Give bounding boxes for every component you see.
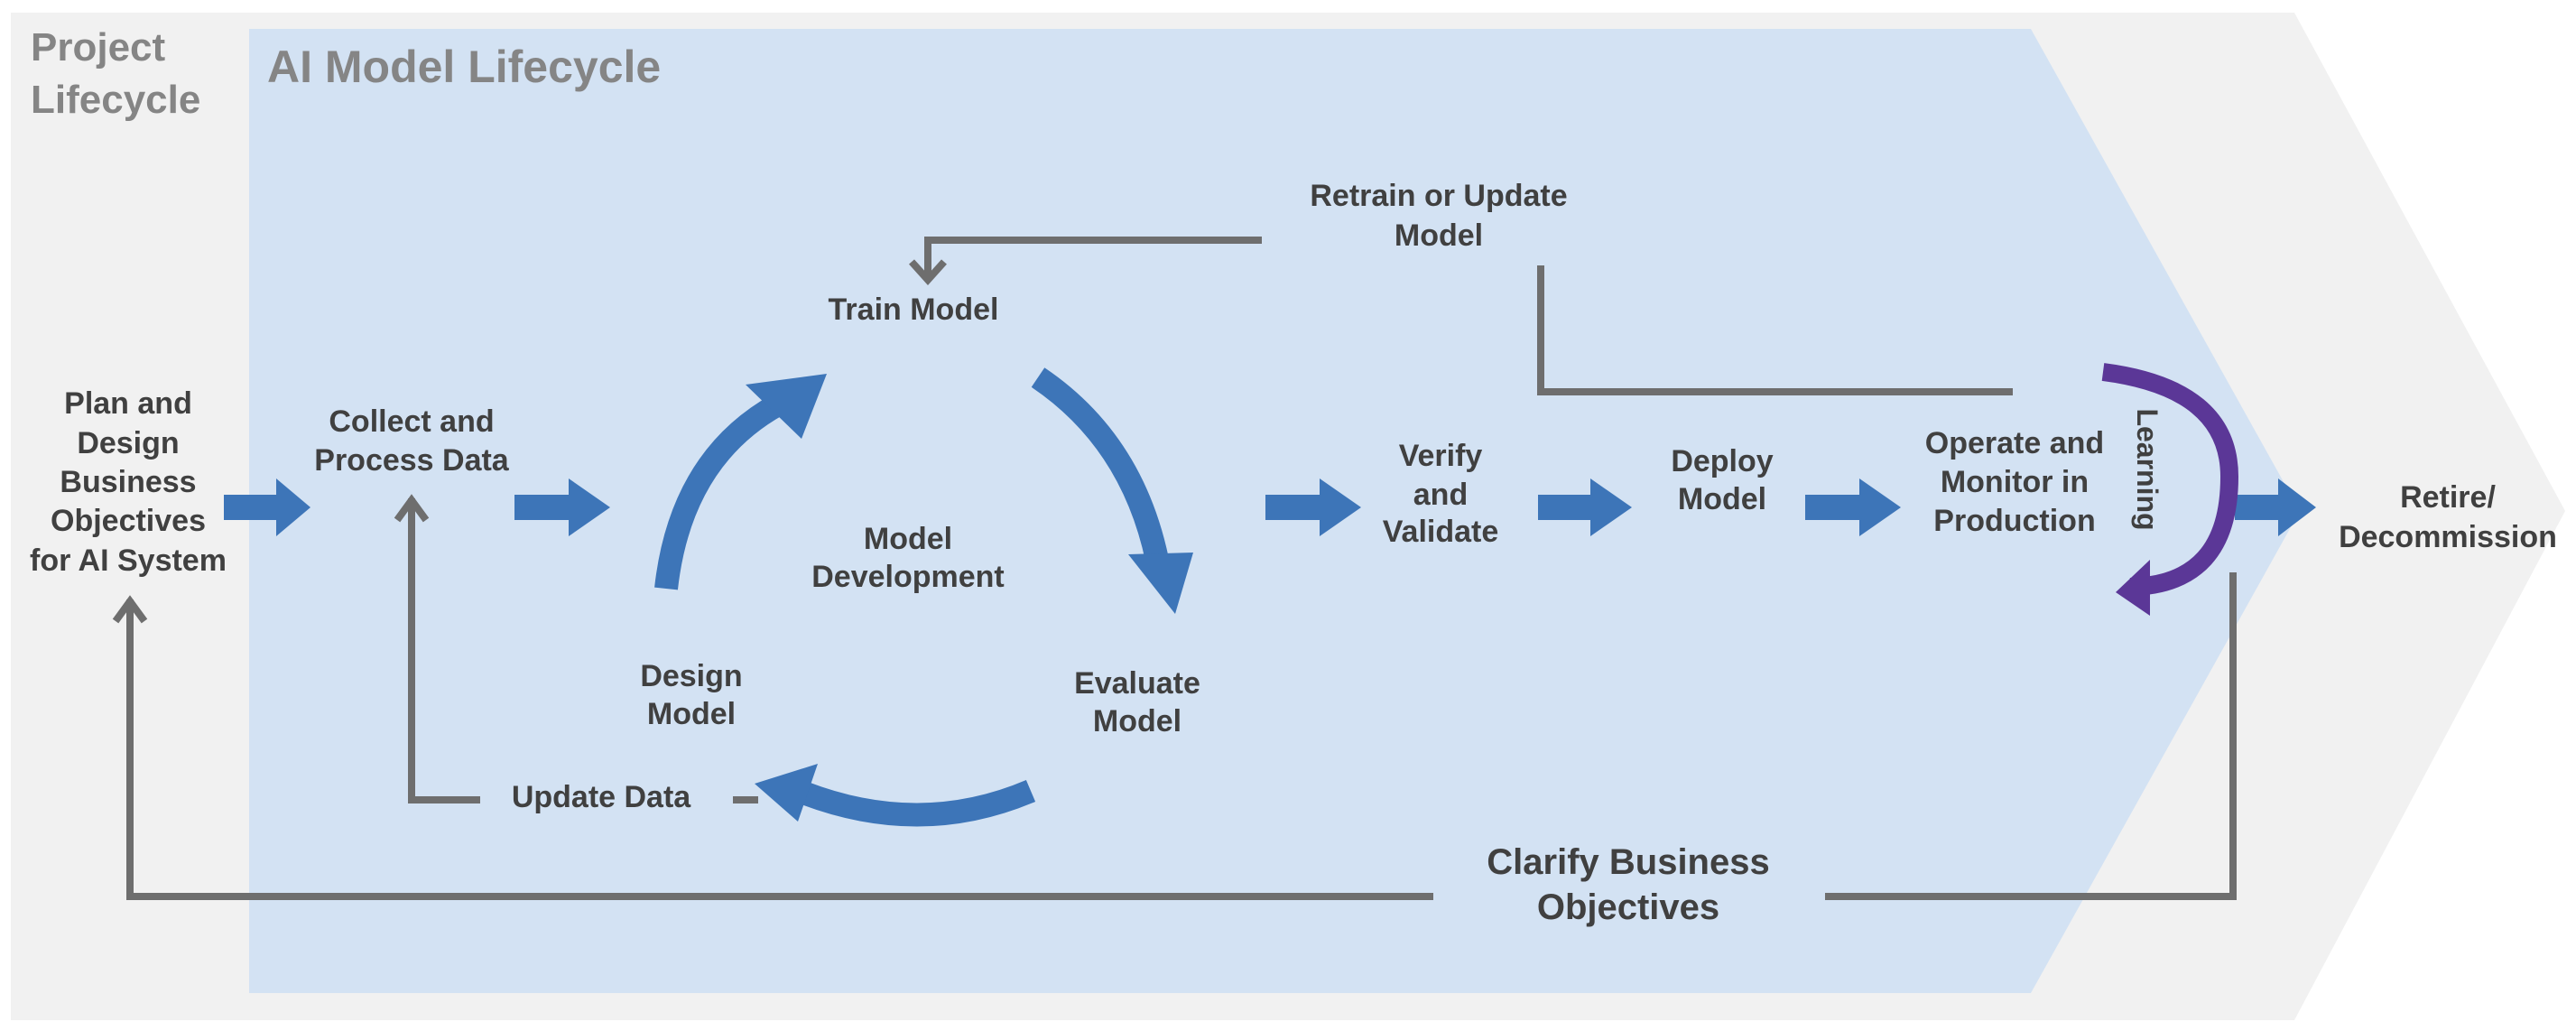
svg-text:Decommission: Decommission [2339, 520, 2557, 554]
clarify-arrowhead [112, 595, 148, 624]
svg-text:Deploy: Deploy [1671, 444, 1773, 478]
learning-label: Learning [2131, 408, 2164, 530]
cycle-arc-evaluate-to-design [799, 780, 1036, 827]
svg-text:Design: Design [640, 659, 742, 693]
arrow-deploy-to-operate [1805, 478, 1901, 536]
svg-text:Collect and: Collect and [329, 404, 494, 439]
stage-collect: Collect and Process Data [314, 404, 510, 478]
learning-arrowhead [2116, 560, 2150, 616]
cycle-arc-design-to-train [654, 394, 784, 590]
retrain-arrowhead [909, 259, 947, 285]
stage-deploy: Deploy Model [1671, 444, 1773, 516]
stage-operate: Operate and Monitor in Production [1925, 426, 2104, 538]
stage-plan: Plan and Design Business Objectives for … [30, 386, 227, 578]
svg-text:Objectives: Objectives [51, 504, 206, 538]
svg-text:Business: Business [60, 465, 196, 499]
stage-retrain: Retrain or Update Model [1310, 179, 1567, 253]
arrow-dev-to-verify [1265, 478, 1361, 536]
stage-clarify: Clarify Business Objectives [1487, 842, 1769, 927]
arrow-plan-to-collect [224, 478, 310, 536]
arrow-operate-to-retire [2235, 478, 2316, 536]
svg-text:Production: Production [1933, 504, 2095, 538]
stage-verify: Verify and Validate [1383, 439, 1499, 549]
update-data-line [408, 498, 480, 803]
retrain-line-from-operate [1537, 265, 2013, 395]
stage-train: Train Model [829, 293, 999, 327]
svg-text:Validate: Validate [1383, 515, 1499, 549]
svg-text:Evaluate: Evaluate [1074, 666, 1200, 701]
svg-text:Lifecycle: Lifecycle [31, 78, 200, 122]
svg-text:Model: Model [864, 522, 952, 556]
svg-text:and: and [1413, 478, 1468, 512]
arrow-collect-to-dev [514, 478, 610, 536]
stage-model-development: Model Development [811, 522, 1005, 594]
svg-text:Objectives: Objectives [1537, 887, 1719, 927]
svg-text:Retire/: Retire/ [2400, 480, 2496, 515]
retrain-line-to-train [924, 237, 1262, 276]
stage-design: Design Model [640, 659, 742, 731]
svg-text:Project: Project [31, 25, 166, 70]
svg-text:Plan and: Plan and [64, 386, 192, 421]
clarify-line-from-operate [1825, 572, 2237, 900]
svg-text:Design: Design [77, 426, 179, 460]
project-lifecycle-header: Project Lifecycle [31, 25, 200, 122]
stage-retire: Retire/ Decommission [2339, 480, 2557, 554]
cycle-arc-train-to-evaluate [1031, 367, 1169, 562]
svg-text:Process Data: Process Data [314, 443, 510, 478]
cycle-arrowhead-train [746, 374, 827, 439]
svg-text:Retrain or Update: Retrain or Update [1310, 179, 1567, 213]
stage-evaluate: Evaluate Model [1074, 666, 1200, 738]
update-data-arrowhead [394, 494, 430, 523]
learning-arrow [2101, 363, 2239, 596]
cycle-arrowhead-design [755, 764, 818, 822]
clarify-line-to-plan [126, 599, 1433, 900]
svg-text:Model: Model [1395, 218, 1483, 253]
svg-text:for AI System: for AI System [30, 543, 227, 578]
svg-text:Model: Model [1093, 704, 1181, 738]
stage-update-data: Update Data [512, 780, 691, 814]
cycle-arrowhead-evaluate [1128, 553, 1193, 614]
ai-model-lifecycle-header: AI Model Lifecycle [267, 42, 661, 92]
svg-text:Model: Model [647, 697, 736, 731]
arrow-verify-to-deploy [1538, 478, 1632, 536]
svg-text:Operate and: Operate and [1925, 426, 2104, 460]
svg-text:Model: Model [1678, 482, 1766, 516]
svg-text:Development: Development [811, 560, 1005, 594]
svg-text:Monitor in: Monitor in [1941, 465, 2089, 499]
svg-text:Clarify Business: Clarify Business [1487, 842, 1769, 882]
svg-text:Verify: Verify [1399, 439, 1483, 473]
